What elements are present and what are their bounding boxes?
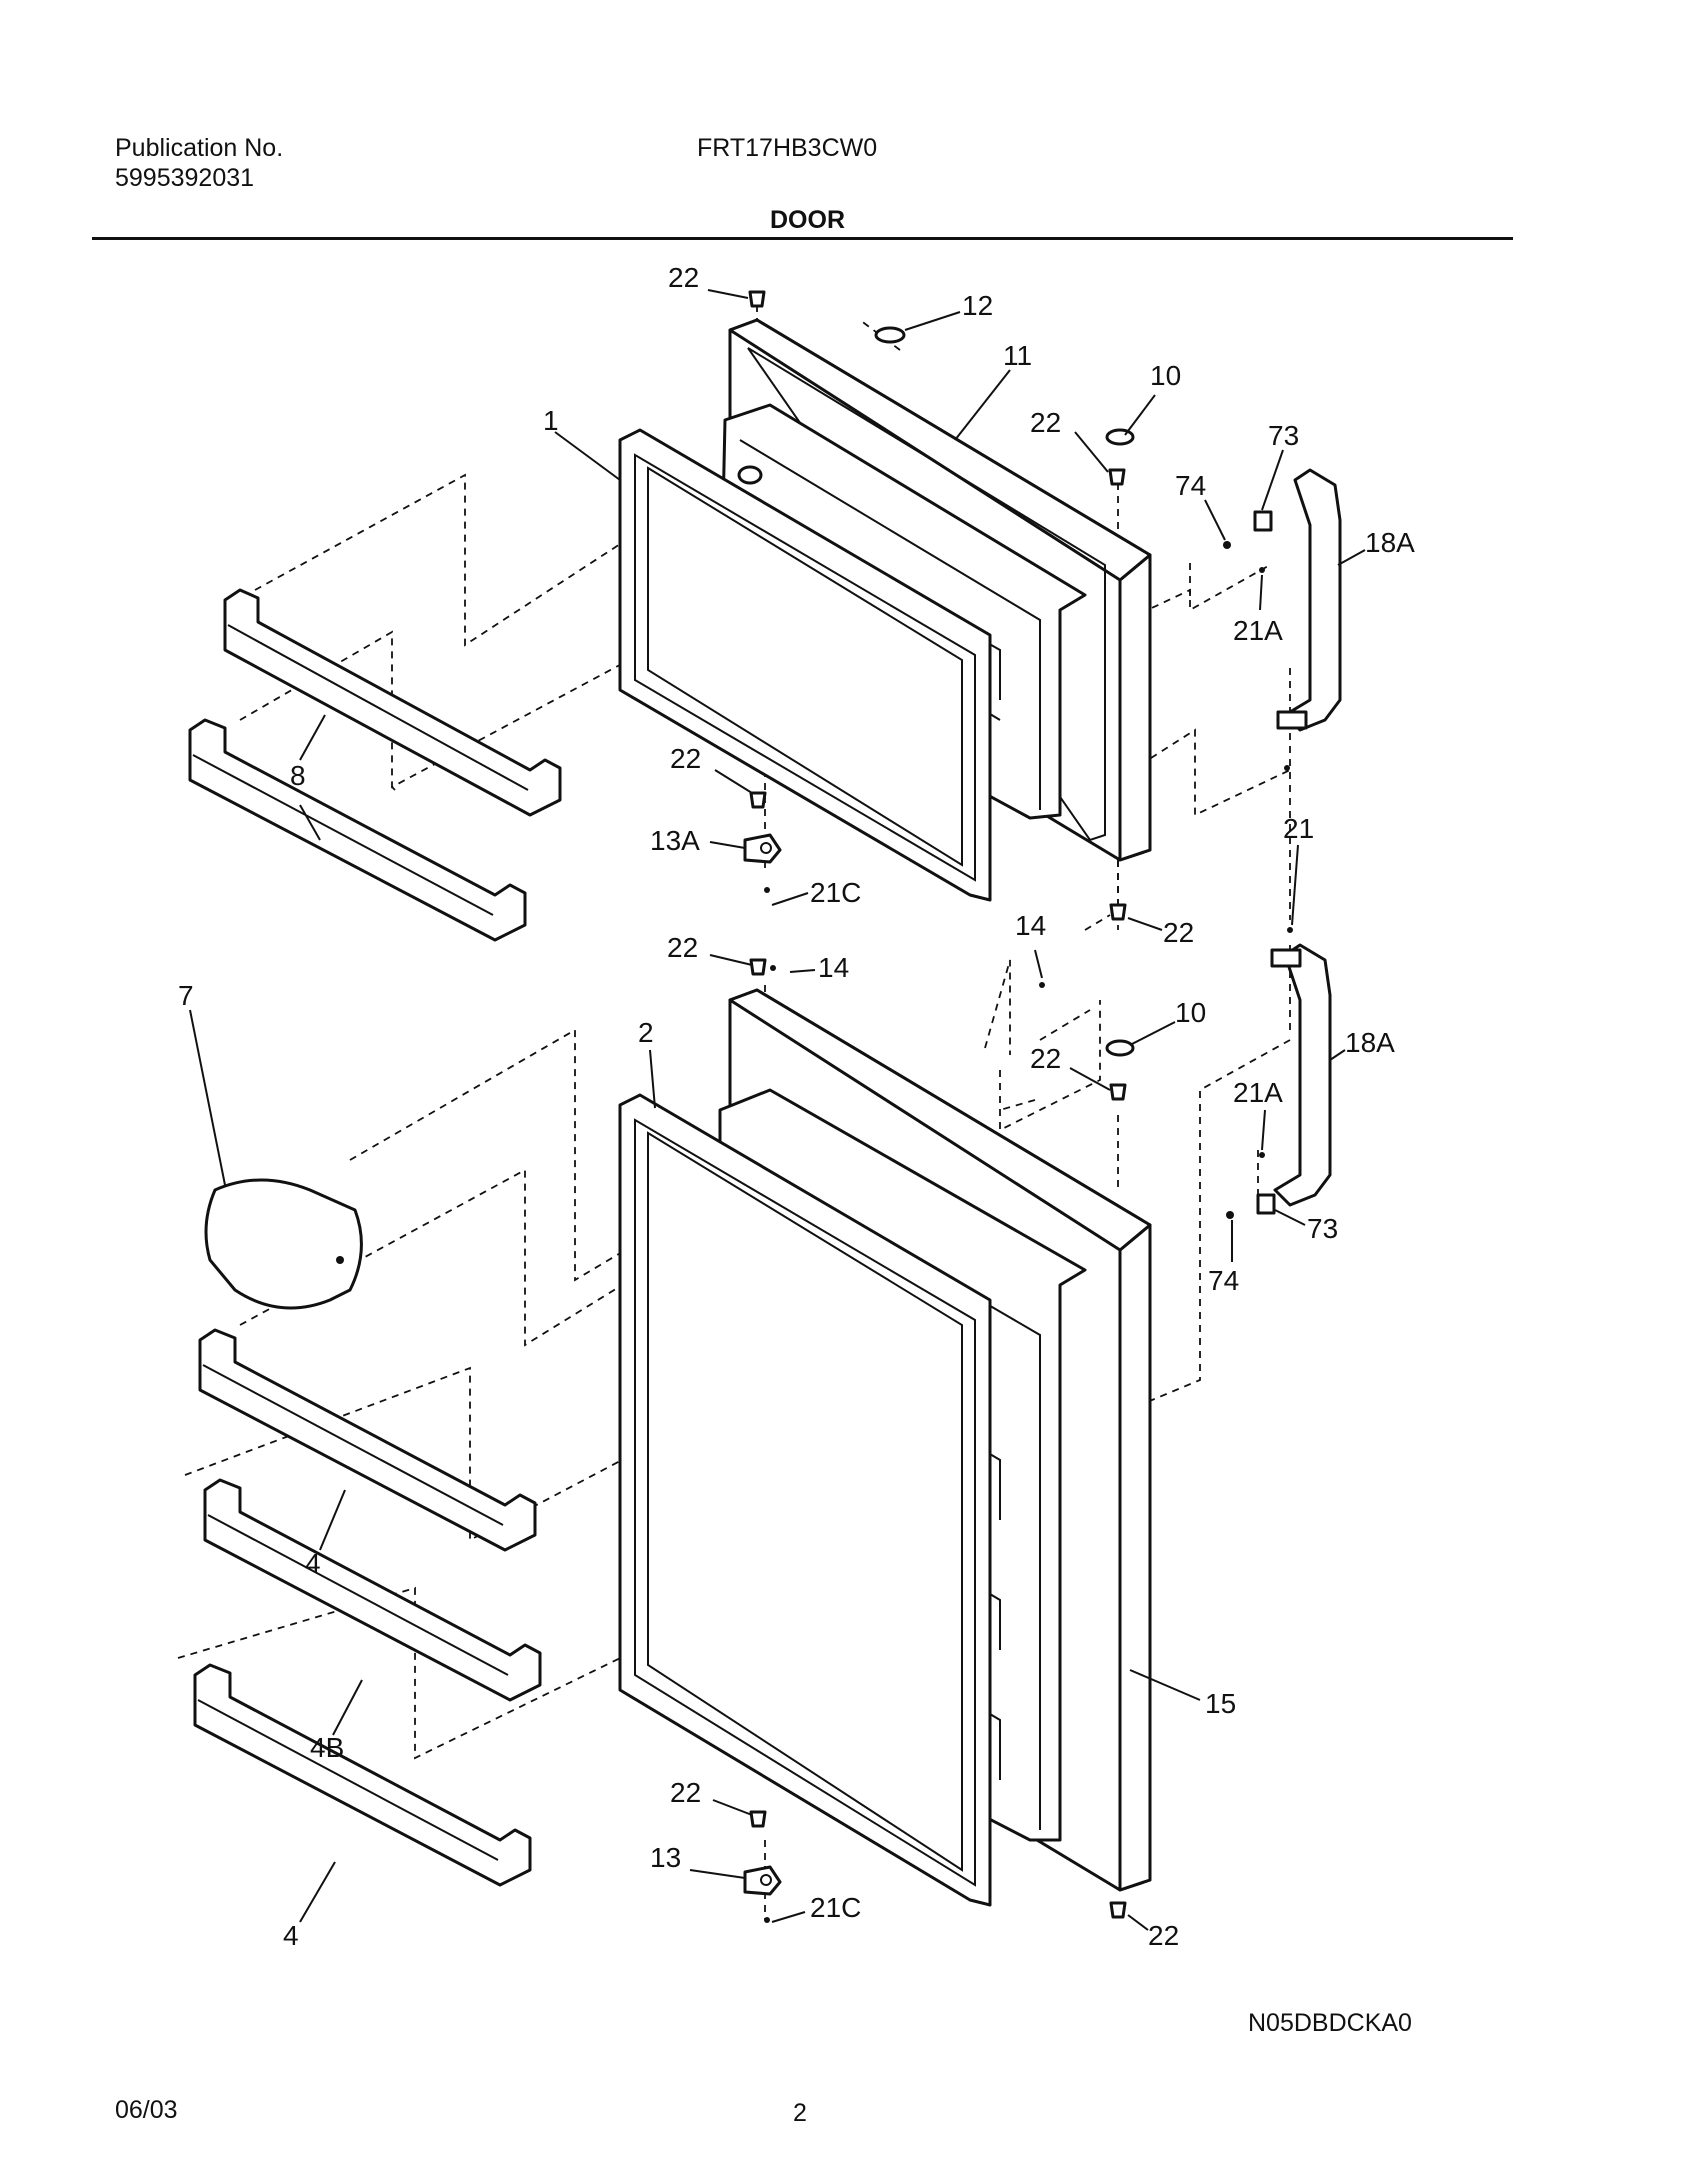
callout-cap-12: 12 bbox=[962, 290, 993, 321]
callout-door-11: 11 bbox=[1003, 340, 1032, 371]
callout-liner-2: 2 bbox=[638, 1017, 654, 1048]
callout-clip-73-top: 73 bbox=[1268, 420, 1299, 451]
header-rule bbox=[92, 237, 1513, 240]
callout-handle-18a-top: 18A bbox=[1365, 527, 1415, 558]
callout-screw-21a-bottom: 21A bbox=[1233, 1077, 1283, 1108]
hinge-13a bbox=[743, 833, 782, 864]
callout-clip-73-bottom: 73 bbox=[1307, 1213, 1338, 1244]
dairy-cover bbox=[204, 1178, 363, 1310]
handle-18a-bottom bbox=[1270, 943, 1332, 1207]
door-shelf-8-lower bbox=[188, 718, 527, 942]
door-shelf-4-lower bbox=[193, 1663, 532, 1887]
leader-lines bbox=[189, 289, 1366, 1931]
callout-shelf-4-lower: 4 bbox=[283, 1920, 299, 1951]
callout-screw-22-bottom: 22 bbox=[670, 1777, 701, 1808]
door-shelf-4b bbox=[203, 1478, 542, 1702]
callout-plug-14-right: 14 bbox=[1015, 910, 1046, 941]
callout-cap-10-top: 10 bbox=[1150, 360, 1181, 391]
callout-plug-14-mid: 14 bbox=[818, 952, 849, 983]
callout-screw-21: 21 bbox=[1283, 813, 1314, 844]
callout-shelf-8: 8 bbox=[290, 760, 306, 791]
door-shelf-4-upper bbox=[198, 1328, 537, 1552]
callout-screw-74-top: 74 bbox=[1175, 470, 1206, 501]
callout-screw-22-mid-right: 22 bbox=[1163, 917, 1194, 948]
callout-labels: 22 12 11 10 22 1 73 74 18A 21A 8 22 13A … bbox=[178, 262, 1415, 1951]
callout-screw-22-top: 22 bbox=[668, 262, 699, 293]
diagram-code: N05DBDCKA0 bbox=[1248, 2009, 1412, 2037]
hinge-13 bbox=[743, 1865, 782, 1896]
callout-shelf-4b: 4B bbox=[310, 1732, 344, 1763]
callout-screw-74-bottom: 74 bbox=[1208, 1265, 1239, 1296]
callout-shelf-4-upper: 4 bbox=[305, 1548, 321, 1579]
footer-date: 06/03 bbox=[115, 2096, 178, 2124]
callout-cover-7: 7 bbox=[178, 980, 194, 1011]
callout-screw-21c-bottom: 21C bbox=[810, 1892, 861, 1923]
callout-screw-22-hinge-bottom: 22 bbox=[1030, 1043, 1061, 1074]
model-number: FRT17HB3CW0 bbox=[697, 134, 878, 162]
handle-18a-top bbox=[1276, 468, 1342, 732]
callout-cap-10-bottom: 10 bbox=[1175, 997, 1206, 1028]
callout-hinge-13: 13 bbox=[650, 1842, 681, 1873]
callout-screw-22-mid: 22 bbox=[667, 932, 698, 963]
door-shelf-8-upper bbox=[223, 588, 562, 817]
callout-screw-22-13a: 22 bbox=[670, 743, 701, 774]
callout-hinge-13a: 13A bbox=[650, 825, 700, 856]
page-number: 2 bbox=[793, 2099, 807, 2127]
fresh-food-liner bbox=[618, 1093, 992, 1907]
hardware bbox=[748, 290, 1293, 1923]
freezer-liner bbox=[618, 428, 992, 902]
callout-screw-22-bottom-right: 22 bbox=[1148, 1920, 1179, 1951]
callout-screw-21c-top: 21C bbox=[810, 877, 861, 908]
callout-screw-21a-top: 21A bbox=[1233, 615, 1283, 646]
callout-handle-18a-bottom: 18A bbox=[1345, 1027, 1395, 1058]
callout-liner-1: 1 bbox=[543, 405, 559, 436]
publication-label: Publication No. bbox=[115, 134, 284, 162]
callout-screw-22-hinge-top: 22 bbox=[1030, 407, 1061, 438]
publication-number: 5995392031 bbox=[115, 164, 255, 192]
section-title: DOOR bbox=[770, 206, 845, 234]
callout-door-15: 15 bbox=[1205, 1688, 1236, 1719]
